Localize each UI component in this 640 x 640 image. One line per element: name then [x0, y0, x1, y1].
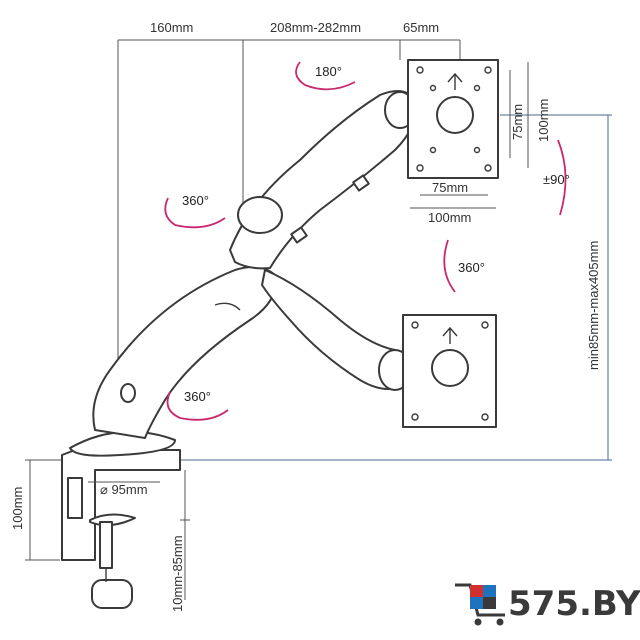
- dim-pole-diameter: ⌀ 95mm: [100, 482, 148, 497]
- vesa-plate-bottom: [402, 314, 497, 428]
- vesa-plate-top: [407, 59, 529, 209]
- dim-height-range: min85mm-max405mm: [586, 241, 601, 370]
- rotation-elbow-label: 360°: [182, 193, 209, 208]
- cart-icon: [455, 583, 505, 626]
- upper-arm-raised: [229, 90, 417, 270]
- logo-text: 575.BY: [508, 584, 640, 624]
- top-dimension-lines: [117, 39, 461, 370]
- dim-vesa-small-w: 75mm: [432, 180, 468, 195]
- lower-arm: [69, 265, 277, 457]
- dim-clamp-height: 100mm: [10, 487, 25, 530]
- rotation-arcs: [164, 61, 567, 421]
- dim-top-left: 160mm: [150, 20, 193, 35]
- dim-vesa-large-h: 100mm: [536, 99, 551, 142]
- rotation-screen-label: 360°: [458, 260, 485, 275]
- dim-top-middle: 208mm-282mm: [270, 20, 361, 35]
- logo-575by: 575.BY: [455, 583, 640, 626]
- dim-vesa-small-h: 75mm: [510, 104, 525, 140]
- dim-clamp-range: 10mm-85mm: [170, 535, 185, 612]
- desk-clamp: [25, 449, 190, 609]
- rotation-tilt-label: ±90°: [543, 172, 570, 187]
- dim-top-right: 65mm: [403, 20, 439, 35]
- upper-arm-lowered: [261, 269, 412, 391]
- dim-vesa-large-w: 100mm: [428, 210, 471, 225]
- rotation-top-label: 180°: [315, 64, 342, 79]
- rotation-base-label: 360°: [184, 389, 211, 404]
